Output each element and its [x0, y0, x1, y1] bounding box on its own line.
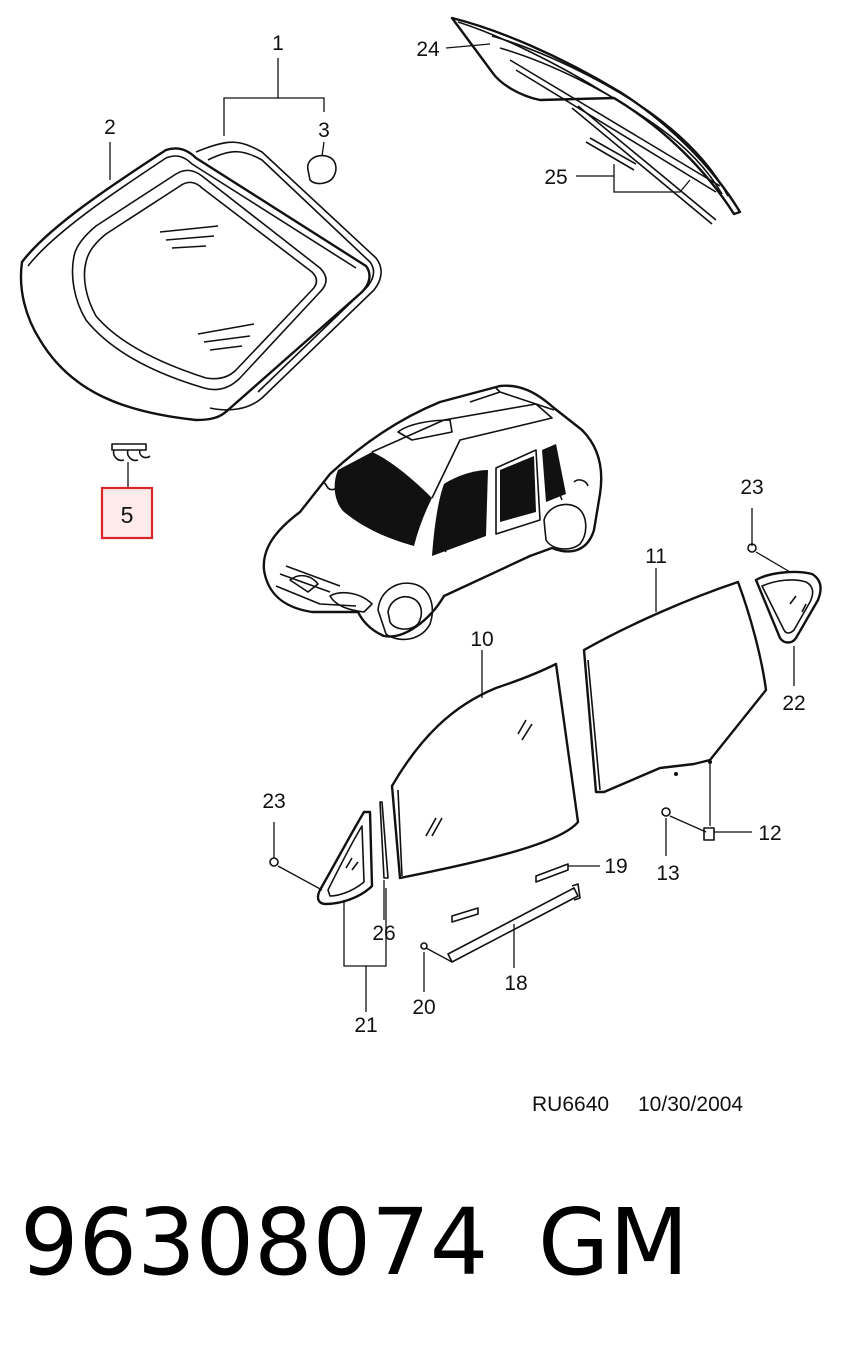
back-glass — [450, 16, 742, 216]
callout-18: 18 — [504, 972, 527, 995]
part-18-channel — [447, 883, 581, 968]
part-23-nut-bottom — [269, 822, 323, 891]
part-21-front-quarter-glass — [316, 810, 374, 906]
brand-name: GM — [538, 1189, 689, 1296]
part-11-rear-door-glass — [582, 580, 768, 794]
part-19-seal — [535, 863, 600, 883]
part-20-screw — [420, 942, 453, 992]
windshield-glass — [19, 147, 371, 422]
part-26-strip — [379, 801, 389, 920]
reference-code: RU6640 — [532, 1093, 609, 1116]
reference-date: 10/30/2004 — [638, 1093, 743, 1116]
part-3-clip — [306, 141, 337, 185]
callout-22: 22 — [782, 692, 805, 715]
part-10-front-door-glass — [390, 662, 580, 880]
callout-13: 13 — [656, 862, 679, 885]
vehicle-illustration — [262, 384, 603, 641]
callout-10: 10 — [470, 628, 493, 651]
part-5-clips — [111, 443, 151, 488]
callout-5: 5 — [121, 502, 134, 528]
callout-2: 2 — [104, 116, 116, 139]
part-12-bracket — [703, 764, 752, 841]
callout-25: 25 — [544, 166, 567, 189]
part-13-bolt — [661, 807, 707, 856]
part-number: 96308074 — [20, 1189, 488, 1296]
callout-11: 11 — [645, 545, 667, 568]
callout-12: 12 — [758, 822, 781, 845]
callout-23-bottom: 23 — [262, 790, 285, 813]
callout-20: 20 — [412, 996, 435, 1019]
part-22-quarter-glass — [754, 570, 822, 644]
callout-21: 21 — [354, 1014, 377, 1037]
callout-26: 26 — [372, 922, 395, 945]
callout-23-top: 23 — [740, 476, 763, 499]
callout-1-bracket — [223, 58, 325, 136]
callout-21-bracket — [343, 888, 387, 1012]
part-23-nut-top — [747, 508, 791, 573]
callout-19: 19 — [604, 855, 627, 878]
callout-1: 1 — [272, 32, 284, 55]
part-25-wiper-strips — [571, 105, 717, 225]
windshield-rear-layer — [195, 141, 382, 411]
callout-24: 24 — [416, 38, 440, 61]
callout-3: 3 — [318, 119, 330, 142]
callout-24-leader — [445, 43, 491, 49]
callout-5-highlight-box — [100, 486, 154, 540]
